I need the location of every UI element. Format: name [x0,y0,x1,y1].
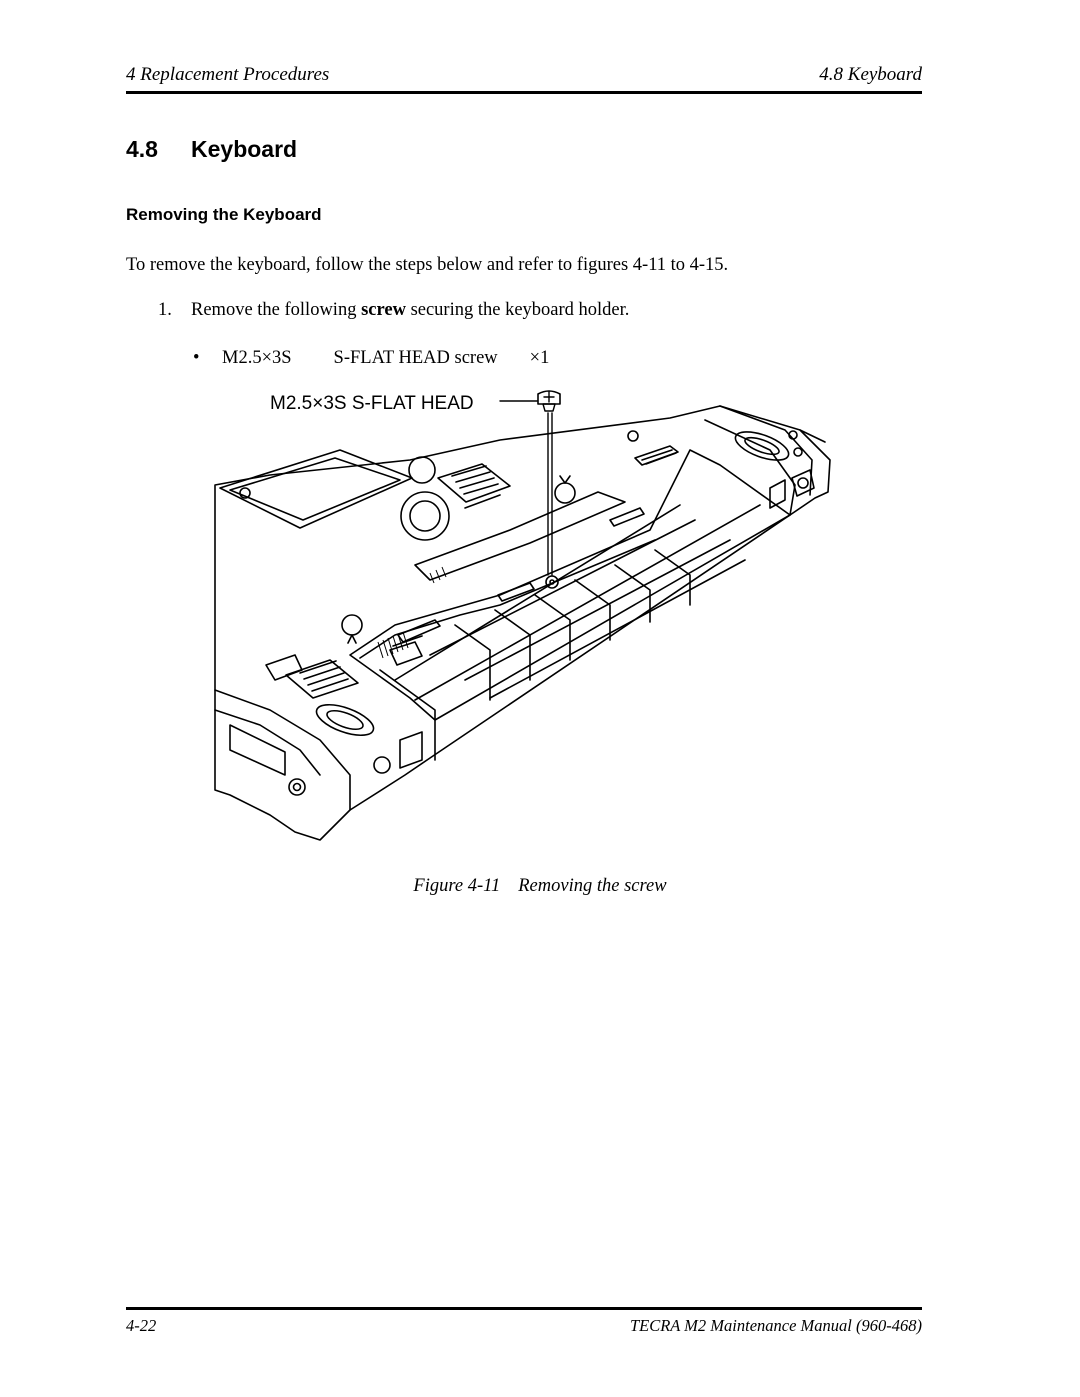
step-1: 1. Remove the following screw securing th… [158,300,629,321]
figure-caption-number: Figure 4-11 [413,876,501,896]
running-header-section: 4.8 Keyboard [819,64,922,85]
screw-description: S-FLAT HEAD screw [333,348,498,368]
header-rule [126,91,922,94]
intro-paragraph: To remove the keyboard, follow the steps… [126,255,729,275]
screw-hole [545,575,559,589]
screw-quantity: ×1 [529,348,550,368]
screw-part-number: M2.5×3S [222,348,292,368]
screw-list-item: • M2.5×3S S-FLAT HEAD screw ×1 [193,348,549,369]
figure-callout-label: M2.5×3S S-FLAT HEAD [270,393,474,414]
step-text-bold: screw [361,300,406,320]
section-title: Keyboard [191,136,298,162]
keyboard-holder-tray [349,449,791,721]
bullet-icon: • [193,348,200,368]
running-header-chapter: 4 Replacement Procedures [126,64,330,85]
step-text-after: securing the keyboard holder. [405,300,630,320]
screw-icon [537,390,561,412]
step-text-before: Remove the following [191,300,362,320]
page-number: 4-22 [126,1316,157,1335]
subsection-heading: Removing the Keyboard [126,205,322,224]
footer-rule [126,1307,922,1310]
laptop-keyboard-holder-illustration [214,390,831,841]
figure-caption: Figure 4-11 Removing the screw [0,876,1080,897]
laptop-body-outline [214,405,831,841]
section-heading: 4.8 Keyboard [126,136,297,163]
step-number: 1. [158,300,172,320]
manual-title: TECRA M2 Maintenance Manual (960-468) [629,1316,922,1335]
section-number: 4.8 [126,136,158,162]
figure-caption-text: Removing the screw [518,876,667,896]
